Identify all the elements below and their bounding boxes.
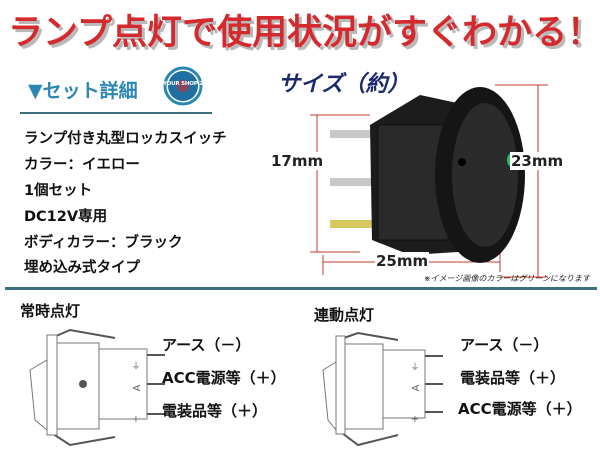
dimension-17mm: 17mm <box>270 152 325 170</box>
dimension-23mm: 23mm <box>510 152 565 170</box>
terminal-label: ACC電源等（＋） <box>458 400 582 418</box>
color-note: ※イメージ画像のカラーはグリーンになります <box>423 274 590 283</box>
terminal-label: アース（－） <box>162 336 251 354</box>
svg-text:A: A <box>411 384 422 391</box>
shop-badge-logo <box>163 66 203 106</box>
spec-item: 埋め込み式タイプ <box>24 260 140 276</box>
heading-underline <box>20 112 212 114</box>
terminal-label: アース（－） <box>460 336 549 354</box>
terminal-label: 電装品等（＋） <box>460 369 566 387</box>
dimension-25mm: 25mm <box>375 252 430 270</box>
spec-item: カラー：イエロー <box>24 157 140 173</box>
mode-always-on: 常時点灯 <box>20 302 81 320</box>
size-heading: サイズ（約） <box>278 72 410 97</box>
svg-text:+: + <box>132 414 140 425</box>
wiring-diagram-always-on: ⏚ A + <box>29 328 165 447</box>
section-divider <box>5 287 597 290</box>
svg-text:⏚: ⏚ <box>131 361 140 372</box>
set-details-heading: ▼セット詳細 <box>28 80 138 102</box>
spec-item: ランプ付き丸型ロッカスイッチ <box>24 131 227 147</box>
svg-text:+: + <box>411 414 419 425</box>
spec-item: DC12V専用 <box>24 209 108 225</box>
wiring-diagram-linked: ⏚ A + <box>322 331 443 447</box>
headline: ランプ点灯で使用状況がすぐわかる！ <box>8 13 600 53</box>
spec-item: ボディカラー：ブラック <box>24 235 183 251</box>
svg-text:A: A <box>132 384 143 391</box>
terminal-label: ACC電源等（＋） <box>162 369 286 387</box>
switch-terminals <box>330 130 375 228</box>
spec-item: 1個セット <box>24 183 93 199</box>
terminal-label: 電装品等（＋） <box>162 402 268 420</box>
svg-text:⏚: ⏚ <box>410 362 419 373</box>
switch-photo <box>310 84 548 278</box>
mode-linked: 連動点灯 <box>314 306 375 324</box>
badge-logo-text: YOUR SHOP 2 <box>163 81 203 87</box>
